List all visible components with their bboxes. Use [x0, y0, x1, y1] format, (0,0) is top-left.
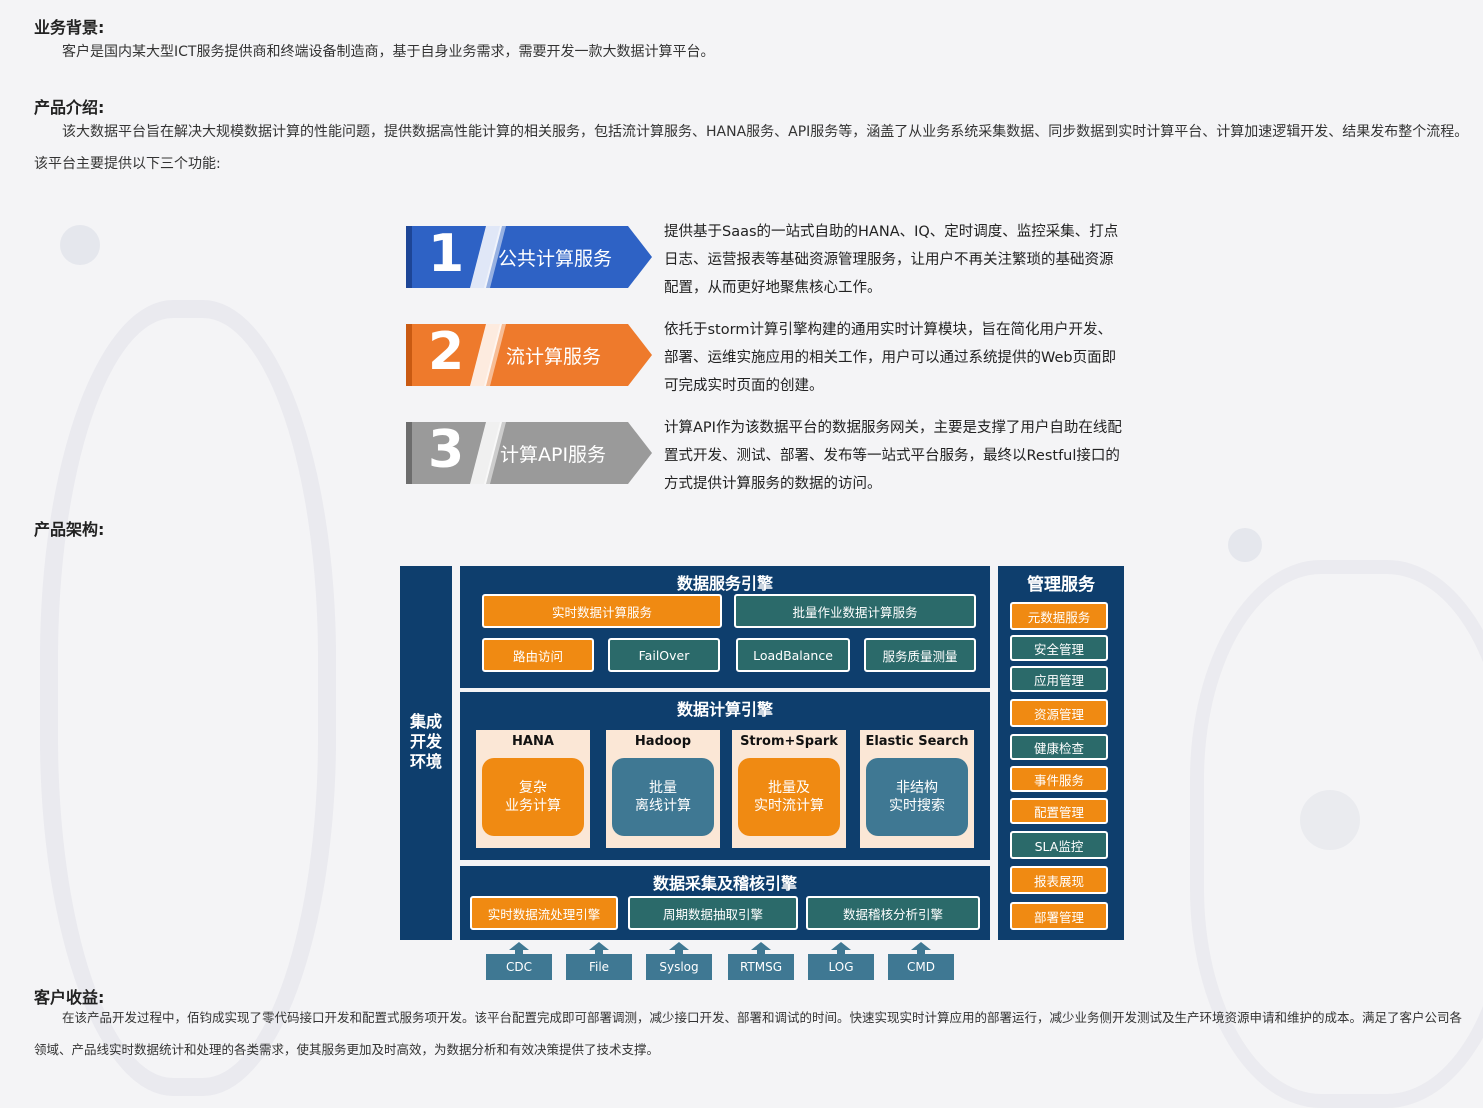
service-quality-measure: 服务质量测量 — [864, 638, 976, 672]
feature-1-number: 1 — [428, 224, 465, 284]
batch-compute-service: 批量作业数据计算服务 — [734, 594, 976, 628]
source-cmd: CMD — [888, 942, 954, 982]
engine-hadoop-name: Hadoop — [634, 734, 692, 749]
source-file: File — [566, 942, 632, 982]
up-arrow-icon — [509, 942, 529, 956]
source-cdc-label: CDC — [486, 954, 552, 980]
business-text: 客户是国内某大型ICT服务提供商和终端设备制造商，基于自身业务需求，需要开发一款… — [62, 44, 715, 60]
load-balance: LoadBalance — [736, 638, 850, 672]
feature-3-number: 3 — [428, 420, 465, 480]
mgmt-security: 安全管理 — [1010, 635, 1108, 661]
feature-1-description: 提供基于Saas的一站式自助的HANA、IQ、定时调度、监控采集、打点日志、运营… — [664, 224, 1119, 296]
feature-1: 1 公共计算服务 提供基于Saas的一站式自助的HANA、IQ、定时调度、监控采… — [406, 218, 1126, 310]
engine-storm-spark-name: Strom+Spark — [740, 734, 838, 749]
feature-3-description: 计算API作为该数据平台的数据服务网关，主要是支撑了用户自助在线配置式开发、测试… — [664, 420, 1122, 492]
ide-panel: 集成 开发 环境 — [400, 566, 452, 940]
engine-hana-name: HANA — [512, 734, 554, 749]
feature-2-number: 2 — [428, 322, 465, 382]
mgmt-metadata: 元数据服务 — [1010, 602, 1108, 630]
source-syslog-label: Syslog — [646, 954, 712, 980]
mgmt-health-check: 健康检查 — [1010, 734, 1108, 760]
engine-storm-spark: Strom+Spark 批量及 实时流计算 — [732, 730, 846, 848]
source-rtmsg-label: RTMSG — [728, 954, 794, 980]
mgmt-config: 配置管理 — [1010, 798, 1108, 824]
up-arrow-icon — [669, 942, 689, 956]
feature-1-badge — [406, 226, 652, 288]
source-file-label: File — [566, 954, 632, 980]
compute-engine-panel: 数据计算引擎 HANA 复杂 业务计算 Hadoop 批量 离线计算 Strom… — [460, 692, 990, 860]
service-engine-title: 数据服务引擎 — [676, 574, 773, 593]
compute-engine-title: 数据计算引擎 — [676, 700, 773, 719]
background-swirl — [40, 300, 336, 1096]
background-bubble — [60, 225, 100, 265]
engine-elastic-search: Elastic Search 非结构 实时搜索 — [860, 730, 974, 848]
up-arrow-icon — [831, 942, 851, 956]
source-syslog: Syslog — [646, 942, 712, 982]
intro-heading: 产品介绍: — [34, 98, 105, 117]
benefit-heading: 客户收益: — [34, 988, 105, 1007]
engine-elastic-search-box: 非结构 实时搜索 — [866, 758, 968, 836]
feature-2: 2 流计算服务 依托于storm计算引擎构建的通用实时计算模块，旨在简化用户开发… — [406, 316, 1126, 408]
background-bubble — [1300, 790, 1360, 850]
up-arrow-icon — [751, 942, 771, 956]
mgmt-sla: SLA监控 — [1010, 831, 1108, 859]
up-arrow-icon — [911, 942, 931, 956]
ide-panel-label: 集成 开发 环境 — [409, 712, 442, 771]
feature-3-badge — [406, 422, 652, 484]
intro-text: 该大数据平台旨在解决大规模数据计算的性能问题，提供数据高性能计算的相关服务，包括… — [34, 124, 1469, 172]
mgmt-deploy: 部署管理 — [1010, 902, 1108, 930]
source-cmd-label: CMD — [888, 954, 954, 980]
mgmt-event: 事件服务 — [1010, 766, 1108, 792]
benefit-section: 客户收益: 在该产品开发过程中，佰钧成实现了零代码接口开发和配置式服务项开发。该… — [34, 984, 1473, 1066]
engine-hadoop: Hadoop 批量 离线计算 — [606, 730, 720, 848]
collect-engine-title: 数据采集及稽核引擎 — [652, 874, 797, 893]
feature-3: 3 计算API服务 计算API作为该数据平台的数据服务网关，主要是支撑了用户自助… — [406, 414, 1126, 506]
source-cdc: CDC — [486, 942, 552, 982]
service-engine-panel: 数据服务引擎 实时数据计算服务 批量作业数据计算服务 路由访问 FailOver… — [460, 566, 990, 688]
source-rtmsg: RTMSG — [728, 942, 794, 982]
source-log-label: LOG — [808, 954, 874, 980]
engine-hadoop-box: 批量 离线计算 — [612, 758, 714, 836]
engine-hana-box: 复杂 业务计算 — [482, 758, 584, 836]
source-log: LOG — [808, 942, 874, 982]
engine-elastic-search-name: Elastic Search — [865, 734, 969, 749]
failover: FailOver — [608, 638, 720, 672]
mgmt-report: 报表展现 — [1010, 866, 1108, 894]
architecture-diagram: 集成 开发 环境 数据服务引擎 实时数据计算服务 批量作业数据计算服务 路由访问… — [400, 566, 1124, 986]
collect-engine-panel: 数据采集及稽核引擎 实时数据流处理引擎 周期数据抽取引擎 数据稽核分析引擎 — [460, 866, 990, 940]
background-bubble — [1228, 528, 1262, 562]
management-panel: 管理服务 元数据服务 安全管理 应用管理 资源管理 健康检查 事件服务 配置管理… — [998, 566, 1124, 940]
engine-storm-spark-box: 批量及 实时流计算 — [738, 758, 840, 836]
mgmt-application: 应用管理 — [1010, 666, 1108, 692]
realtime-stream-engine: 实时数据流处理引擎 — [470, 896, 618, 930]
benefit-text: 在该产品开发过程中，佰钧成实现了零代码接口开发和配置式服务项开发。该平台配置完成… — [34, 1010, 1463, 1057]
engine-hana: HANA 复杂 业务计算 — [476, 730, 590, 848]
realtime-compute-service: 实时数据计算服务 — [482, 594, 722, 628]
routing-access: 路由访问 — [482, 638, 594, 672]
mgmt-resource: 资源管理 — [1010, 699, 1108, 727]
feature-2-label: 流计算服务 — [506, 346, 602, 368]
feature-1-label: 公共计算服务 — [498, 248, 613, 270]
up-arrow-icon — [589, 942, 609, 956]
feature-2-badge — [406, 324, 652, 386]
audit-analysis-engine: 数据稽核分析引擎 — [806, 896, 980, 930]
feature-3-label: 计算API服务 — [500, 444, 607, 466]
management-title: 管理服务 — [1027, 575, 1095, 595]
business-section: 业务背景: 客户是国内某大型ICT服务提供商和终端设备制造商，基于自身业务需求，… — [34, 14, 1473, 68]
periodic-extract-engine: 周期数据抽取引擎 — [628, 896, 798, 930]
arch-heading: 产品架构: — [34, 520, 105, 539]
intro-section: 产品介绍: 该大数据平台旨在解决大规模数据计算的性能问题，提供数据高性能计算的相… — [34, 94, 1473, 180]
business-heading: 业务背景: — [34, 18, 105, 37]
feature-2-description: 依托于storm计算引擎构建的通用实时计算模块，旨在简化用户开发、部署、运维实施… — [664, 322, 1117, 394]
